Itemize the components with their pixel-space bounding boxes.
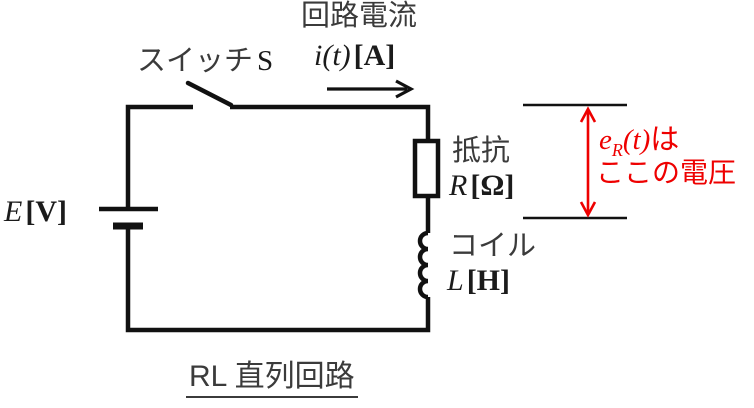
- coil-unit: [H]: [466, 264, 511, 297]
- current-name-label: 回路電流: [301, 0, 418, 32]
- diagram-caption: RL 直列回路: [186, 362, 358, 398]
- resistor-symbol-label: R[Ω]: [449, 171, 514, 201]
- current-symbol-label: i(t)[A]: [314, 41, 395, 71]
- voltage-note-symbol: e: [599, 124, 612, 156]
- inductor-coil-symbol: [417, 230, 429, 300]
- voltage-note-sub: R: [611, 139, 623, 160]
- current-arrow-head-icon: [395, 79, 415, 99]
- wire-top-right: [230, 104, 431, 141]
- resistor-unit: [Ω]: [470, 169, 515, 202]
- source-symbol: E: [4, 195, 23, 228]
- coil-symbol-label: L[H]: [447, 266, 510, 296]
- switch-blade: [185, 80, 234, 108]
- voltage-note-args: (t): [622, 124, 651, 156]
- switch-label-jp: スイッチ: [137, 45, 254, 77]
- current-symbol: i(t): [314, 39, 351, 72]
- wire-bottom: [125, 226, 431, 333]
- source-label: E[V]: [4, 197, 67, 227]
- resistor-symbol: R: [449, 169, 468, 202]
- voltage-note-line1: eR(t)は: [599, 126, 679, 159]
- source-unit: [V]: [25, 195, 67, 228]
- voltage-arrow-head-down-icon: [579, 201, 597, 218]
- voltage-arrow-head-up-icon: [579, 106, 597, 123]
- resistor-name-label: 抵抗: [452, 135, 511, 167]
- current-unit: [A]: [353, 39, 396, 72]
- voltage-note-line2: ここの電圧: [596, 157, 737, 188]
- voltage-note-suffix: は: [650, 124, 680, 156]
- wire-top-left: [125, 104, 193, 209]
- coil-symbol: L: [447, 264, 464, 297]
- switch-symbol: S: [257, 45, 274, 77]
- resistor-symbol-box: [412, 138, 441, 199]
- coil-name-label: コイル: [449, 230, 537, 262]
